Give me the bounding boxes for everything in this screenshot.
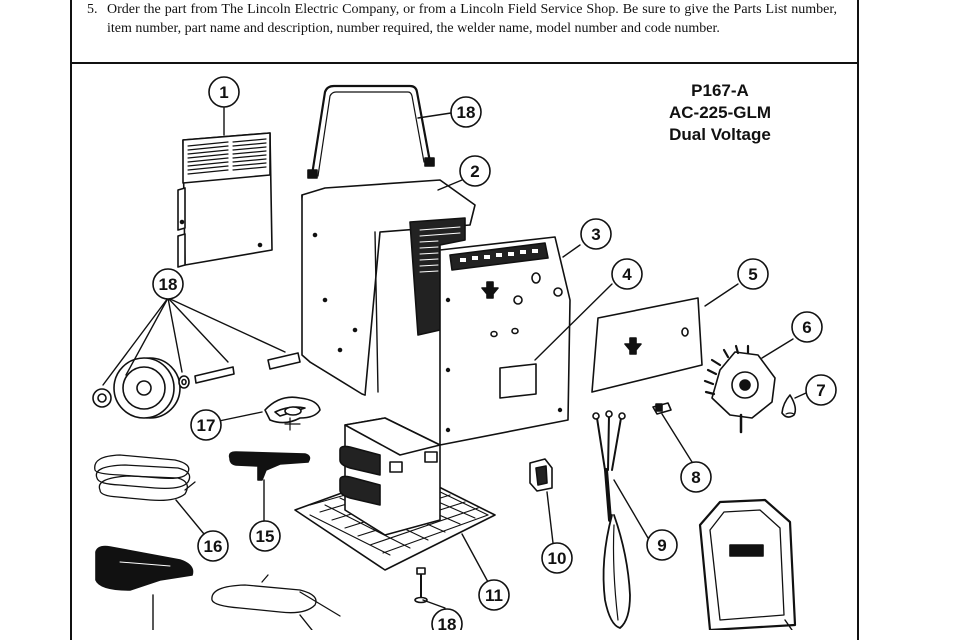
screw-part: [414, 567, 428, 604]
callout-16: 16: [197, 530, 229, 562]
callouts: 1 18 2 3 4 5 6 7 8 9 10 11 15 16 17 18 1…: [152, 76, 837, 630]
handle-part: [307, 84, 435, 179]
callout-9: 9: [646, 529, 678, 561]
electrode-holder-part: [228, 451, 311, 481]
ground-clamp-part: [95, 545, 194, 591]
callout-17-label: 17: [197, 416, 216, 435]
callout-3-label: 3: [591, 225, 600, 244]
voltage-label: Dual Voltage: [669, 125, 771, 144]
diagram-title: P167-A AC-225-GLM Dual Voltage: [650, 80, 790, 146]
callout-18-handle-label: 18: [457, 103, 476, 122]
callout-15-label: 15: [256, 527, 275, 546]
case-wrapper-part: [301, 179, 476, 396]
callout-9-label: 9: [657, 536, 666, 555]
knob-part: [781, 394, 797, 418]
callout-8-label: 8: [691, 468, 700, 487]
callout-17: 17: [190, 409, 222, 441]
instruction-paragraph: 5. Order the part from The Lincoln Elect…: [87, 0, 837, 38]
callout-2-label: 2: [470, 162, 479, 181]
diagram-frame: [70, 0, 859, 640]
switch-assembly-part: [703, 344, 776, 434]
section-divider: [70, 62, 857, 64]
wheel-axle-parts: [92, 352, 301, 419]
callout-6-label: 6: [802, 318, 811, 337]
callout-18-handle: 18: [450, 96, 482, 128]
cable-coil-part: [94, 454, 196, 502]
receptacle-part: [529, 458, 553, 492]
clip-part: [652, 402, 672, 415]
callout-11: 11: [478, 579, 510, 611]
callout-11-label: 11: [485, 586, 503, 605]
callout-3: 3: [580, 218, 612, 250]
callout-18-wheels: 18: [152, 268, 184, 300]
instruction-text: Order the part from The Lincoln Electric…: [107, 2, 837, 36]
callout-10: 10: [541, 542, 573, 574]
model-name: AC-225-GLM: [668, 103, 771, 122]
callout-7: 7: [805, 374, 837, 406]
callout-2: 2: [459, 155, 491, 187]
callout-1-label: 1: [219, 83, 228, 102]
instruction-number: 5.: [87, 2, 98, 17]
callout-7-label: 7: [816, 381, 825, 400]
callout-1: 1: [208, 76, 240, 108]
hand-shield-part: [698, 498, 797, 630]
callout-5-label: 5: [748, 265, 757, 284]
callout-6: 6: [791, 311, 823, 343]
parts-list-number: P167-A: [691, 81, 749, 100]
rear-panel-part: [177, 132, 273, 268]
work-cable-part: [211, 574, 341, 617]
transformer-base-part: [294, 417, 496, 571]
callout-8: 8: [680, 461, 712, 493]
callout-5: 5: [737, 258, 769, 290]
leader-lines: [102, 107, 807, 630]
nameplate-part: [591, 297, 703, 393]
front-panel-part: [439, 236, 571, 446]
callout-10-label: 10: [548, 549, 567, 568]
callout-18-wheels-label: 18: [159, 275, 178, 294]
fan-part: [264, 396, 321, 431]
callout-16-label: 16: [204, 537, 223, 556]
callout-4-label: 4: [622, 265, 632, 284]
callout-18-screw-label: 18: [438, 615, 457, 630]
callout-4: 4: [611, 258, 643, 290]
callout-18-screw: 18: [431, 608, 463, 630]
callout-15: 15: [249, 520, 281, 552]
lead-assembly-part: [592, 410, 631, 629]
